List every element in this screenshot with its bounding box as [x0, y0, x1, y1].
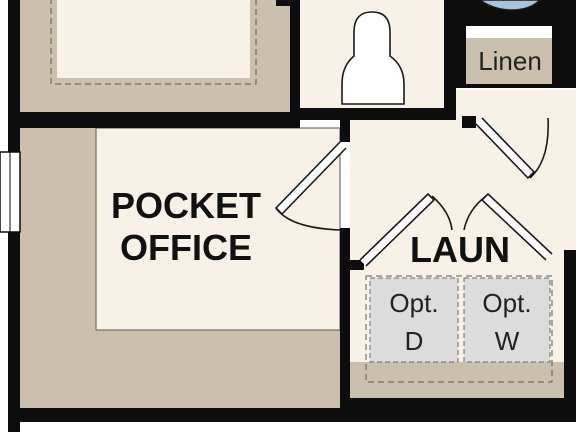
dryer-label-line1: Opt.: [389, 288, 438, 318]
laundry-right-door-icon: [463, 192, 553, 261]
washer-label-line2: W: [495, 326, 520, 356]
laundry-label: LAUN: [410, 229, 510, 270]
washer-box: [463, 277, 551, 363]
upper-left-room-inner: [57, 0, 250, 78]
linen-label: Linen: [478, 46, 542, 76]
pocket-office-open-area: [96, 128, 340, 330]
dashed-cabinet-lines: [50, 0, 553, 383]
office-door-icon: [274, 141, 347, 231]
toilet-icon: [341, 11, 405, 105]
pocket-office-label-line1: POCKET: [111, 185, 261, 226]
laundry-counter: [350, 362, 564, 398]
linen-closet-floor: [456, 38, 560, 84]
laundry-left-door-icon: [359, 192, 453, 267]
tub-corner-icon: [478, 0, 542, 11]
dryer-box: [369, 277, 459, 363]
dryer-label-line2: D: [405, 326, 424, 356]
linen-door-icon: [475, 117, 549, 180]
pocket-office-label-line2: OFFICE: [120, 227, 252, 268]
washer-label-line1: Opt.: [482, 288, 531, 318]
